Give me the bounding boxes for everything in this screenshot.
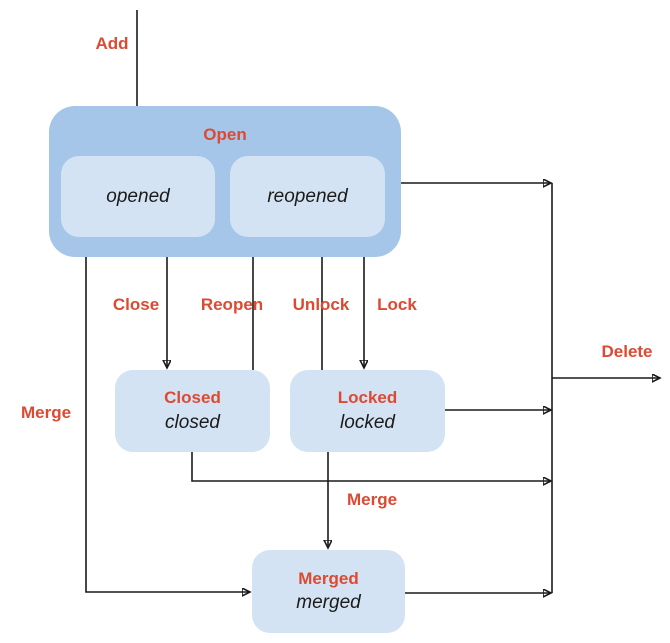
edge-label-reopen: Reopen bbox=[200, 295, 264, 314]
state-locked: Locked locked bbox=[290, 370, 445, 452]
state-reopened-label: reopened bbox=[267, 185, 348, 207]
edge-label-unlock: Unlock bbox=[292, 295, 350, 314]
state-reopened: reopened bbox=[230, 156, 385, 237]
state-merged-sublabel: merged bbox=[296, 592, 361, 614]
edge-label-lock: Lock bbox=[377, 295, 417, 314]
state-locked-title: Locked bbox=[337, 388, 398, 408]
edge-closed-to-delete-bus bbox=[191, 452, 551, 481]
edge-label-merge-mid: Merge bbox=[346, 490, 398, 509]
state-locked-sublabel: locked bbox=[340, 411, 395, 433]
state-open-label: Open bbox=[203, 125, 247, 144]
edge-label-delete: Delete bbox=[601, 342, 653, 361]
edge-label-close: Close bbox=[112, 295, 160, 314]
state-closed: Closed closed bbox=[115, 370, 270, 452]
state-merged: Merged merged bbox=[252, 550, 405, 633]
edge-label-add: Add bbox=[95, 34, 129, 53]
state-closed-sublabel: closed bbox=[165, 411, 220, 433]
edge-merge-open-to-merged bbox=[85, 257, 250, 592]
state-open-container: Open opened reopened bbox=[49, 106, 401, 257]
edge-label-merge-left: Merge bbox=[20, 403, 72, 422]
state-closed-title: Closed bbox=[164, 388, 221, 408]
state-merged-title: Merged bbox=[298, 568, 359, 588]
state-opened-label: opened bbox=[106, 185, 170, 207]
state-opened: opened bbox=[61, 156, 215, 237]
